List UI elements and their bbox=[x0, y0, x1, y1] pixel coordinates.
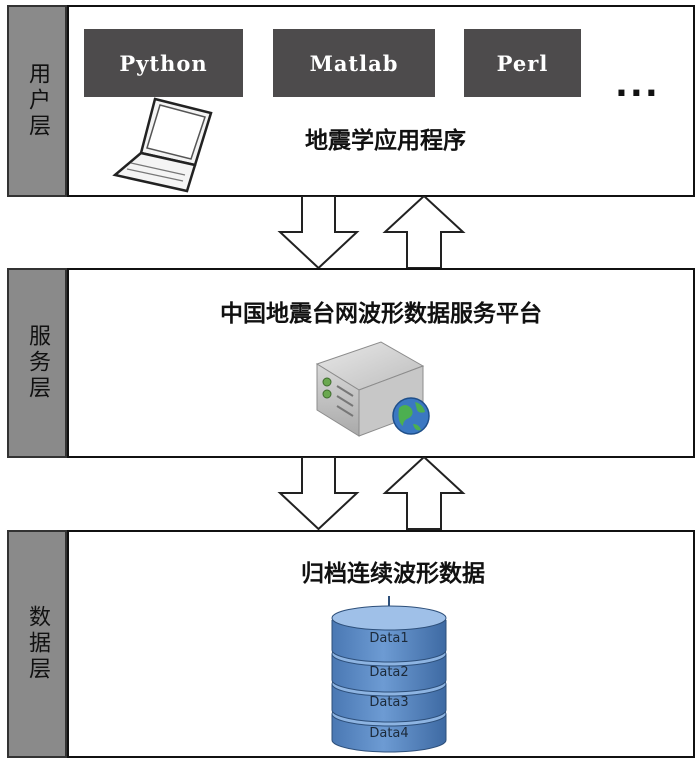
service-layer-title: 中国地震台网波形数据服务平台 bbox=[220, 301, 542, 327]
data-layer-label-text: 数据层 bbox=[25, 605, 50, 683]
db-segment-2: Data2 bbox=[369, 665, 408, 680]
user-layer-label-text: 用户层 bbox=[25, 62, 50, 140]
user-layer-box: Python Matlab Perl ... 地震学应用程序 bbox=[67, 5, 695, 197]
service-layer-label: 服务层 bbox=[7, 268, 67, 458]
user-layer-title: 地震学应用程序 bbox=[305, 128, 466, 154]
db-segment-4: Data4 bbox=[369, 726, 408, 741]
data-layer-label: 数据层 bbox=[7, 530, 67, 758]
more-languages-ellipsis: ... bbox=[615, 65, 660, 105]
python-button[interactable]: Python bbox=[84, 29, 243, 97]
data-layer-title: 归档连续波形数据 bbox=[301, 561, 485, 587]
server-globe-icon bbox=[315, 341, 430, 437]
service-layer-label-text: 服务层 bbox=[25, 324, 50, 402]
db-segment-1: Data1 bbox=[369, 631, 408, 646]
up-arrow-icon bbox=[382, 457, 466, 530]
down-arrow-icon bbox=[277, 457, 360, 531]
service-layer-box: 中国地震台网波形数据服务平台 bbox=[67, 268, 695, 458]
db-segment-3: Data3 bbox=[369, 695, 408, 710]
laptop-icon bbox=[112, 97, 213, 193]
user-layer-label: 用户层 bbox=[7, 5, 67, 197]
perl-button[interactable]: Perl bbox=[464, 29, 581, 97]
arrows-user-service bbox=[277, 196, 466, 270]
arrows-service-data bbox=[277, 457, 466, 531]
data-layer-box: 归档连续波形数据 Data1 Data2 Data3 Data4 bbox=[67, 530, 695, 758]
down-arrow-icon bbox=[277, 196, 360, 270]
up-arrow-icon bbox=[382, 196, 466, 269]
database-icon: Data1 Data2 Data3 Data4 bbox=[331, 596, 447, 753]
matlab-button[interactable]: Matlab bbox=[273, 29, 435, 97]
